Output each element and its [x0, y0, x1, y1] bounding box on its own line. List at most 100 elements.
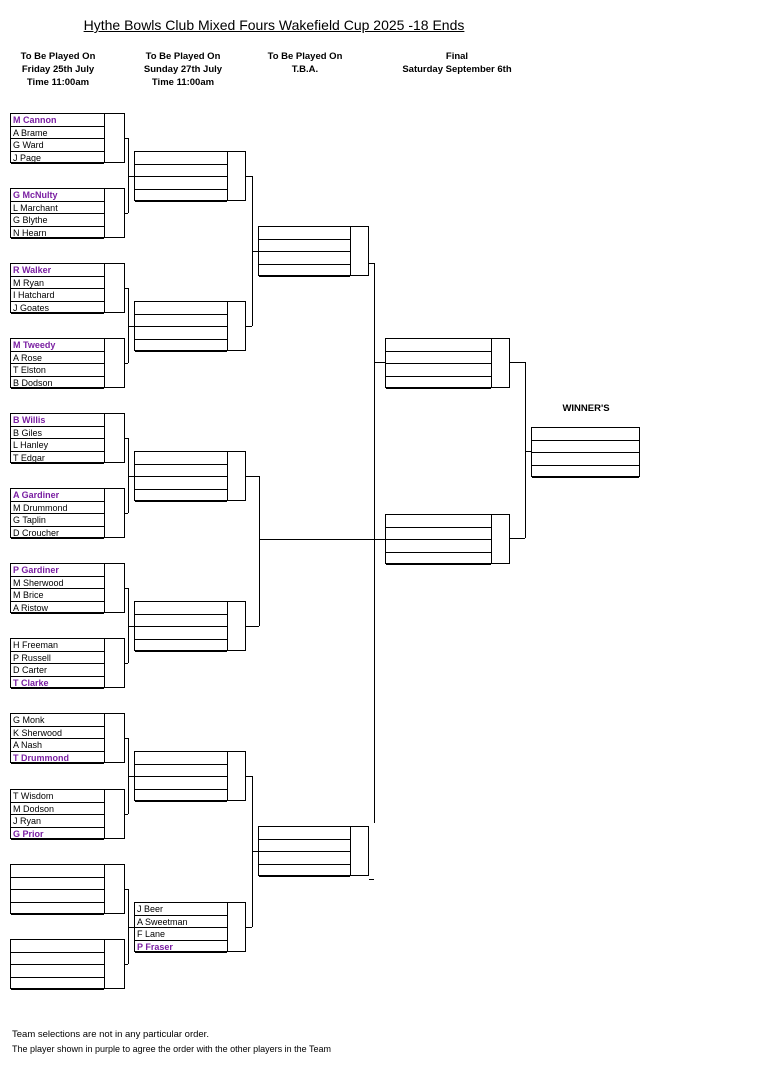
score-column	[104, 114, 105, 162]
player-slot: D Carter	[11, 664, 104, 677]
score-column	[350, 227, 351, 275]
player-slot	[135, 477, 227, 490]
bracket-connector	[128, 588, 129, 663]
player-slot	[135, 340, 227, 352]
player-slot: A Sweetman	[135, 916, 227, 928]
player-slot	[135, 640, 227, 652]
player-slot	[259, 827, 350, 840]
final-header-line1: Final	[445, 51, 469, 62]
bracket-connector	[128, 889, 129, 964]
bracket-connector	[252, 851, 258, 852]
player-slot: G Monk	[11, 714, 104, 727]
player-slot: M Tweedy	[11, 339, 104, 352]
player-slot	[135, 302, 227, 315]
winner-box	[531, 427, 640, 478]
bracket-connector	[128, 176, 134, 177]
player-slot	[135, 490, 227, 502]
player-slot	[135, 190, 227, 202]
player-slot: T Wisdom	[11, 790, 104, 803]
bracket-connector	[246, 476, 259, 477]
player-slot	[259, 265, 350, 277]
player-slot	[386, 528, 491, 540]
score-column	[491, 515, 492, 563]
player-slot	[135, 452, 227, 465]
player-slot: T Clarke	[11, 677, 104, 689]
semi-final-box	[385, 514, 510, 565]
player-slot	[11, 865, 104, 878]
score-column	[227, 452, 228, 500]
round2-box	[134, 751, 246, 802]
player-slot	[11, 978, 104, 990]
score-column	[104, 189, 105, 237]
player-slot	[386, 540, 491, 553]
bracket-connector	[369, 879, 374, 880]
final-header-line2: Saturday September 6th	[402, 64, 512, 75]
bracket-connector	[125, 363, 128, 364]
player-slot: A Brame	[11, 127, 104, 139]
player-slot	[259, 852, 350, 865]
player-slot: M Cannon	[11, 114, 104, 127]
bracket-connector	[128, 288, 129, 363]
player-slot	[532, 441, 639, 453]
player-slot	[532, 428, 639, 441]
score-column	[104, 414, 105, 462]
score-column	[104, 339, 105, 387]
bracket-connector	[128, 776, 134, 777]
score-column	[350, 827, 351, 875]
player-slot	[135, 790, 227, 802]
round-3-header-line2: T.B.A.	[291, 64, 319, 75]
player-slot	[386, 364, 491, 377]
bracket-connector	[125, 213, 128, 214]
player-slot	[135, 627, 227, 640]
player-slot	[259, 865, 350, 877]
score-column	[104, 790, 105, 838]
player-slot: M Sherwood	[11, 577, 104, 589]
player-slot: M Dodson	[11, 803, 104, 815]
score-column	[639, 428, 640, 476]
bracket-connector	[246, 927, 252, 928]
score-column	[227, 302, 228, 350]
round2-box	[134, 451, 246, 502]
score-column	[227, 903, 228, 951]
round-1-header-line1: To Be Played On	[20, 51, 96, 62]
player-slot: P Fraser	[135, 941, 227, 953]
round-2-header-line3: Time 11:00am	[151, 77, 215, 88]
score-column	[491, 339, 492, 387]
bracket-connector	[525, 362, 526, 538]
player-slot: G Taplin	[11, 514, 104, 527]
bracket-connector	[125, 889, 128, 890]
score-column	[227, 152, 228, 200]
player-slot: M Brice	[11, 589, 104, 602]
round2-box	[134, 301, 246, 352]
player-slot: J Page	[11, 152, 104, 164]
player-slot	[386, 377, 491, 389]
round-1-header-line3: Time 11:00am	[26, 77, 90, 88]
round-3-header-line1: To Be Played On	[267, 51, 343, 62]
player-slot: R Walker	[11, 264, 104, 277]
score-column	[227, 602, 228, 650]
round-1-header-line2: Friday 25th July	[21, 64, 95, 75]
bracket-connector	[128, 626, 134, 627]
winner-label: WINNER'S	[562, 403, 610, 414]
player-slot	[135, 465, 227, 477]
team-box	[10, 864, 125, 915]
player-slot	[386, 515, 491, 528]
player-slot: T Elston	[11, 364, 104, 377]
player-slot: A Nash	[11, 739, 104, 752]
bracket-connector	[525, 451, 531, 452]
player-slot	[386, 352, 491, 364]
player-slot	[532, 466, 639, 478]
player-slot: T Edgar	[11, 452, 104, 464]
bracket-connector	[128, 927, 134, 928]
footnote-purple: The player shown in purple to agree the …	[12, 1044, 332, 1054]
player-slot: L Marchant	[11, 202, 104, 214]
score-column	[104, 564, 105, 612]
bracket-connector	[128, 326, 134, 327]
player-slot	[386, 553, 491, 565]
